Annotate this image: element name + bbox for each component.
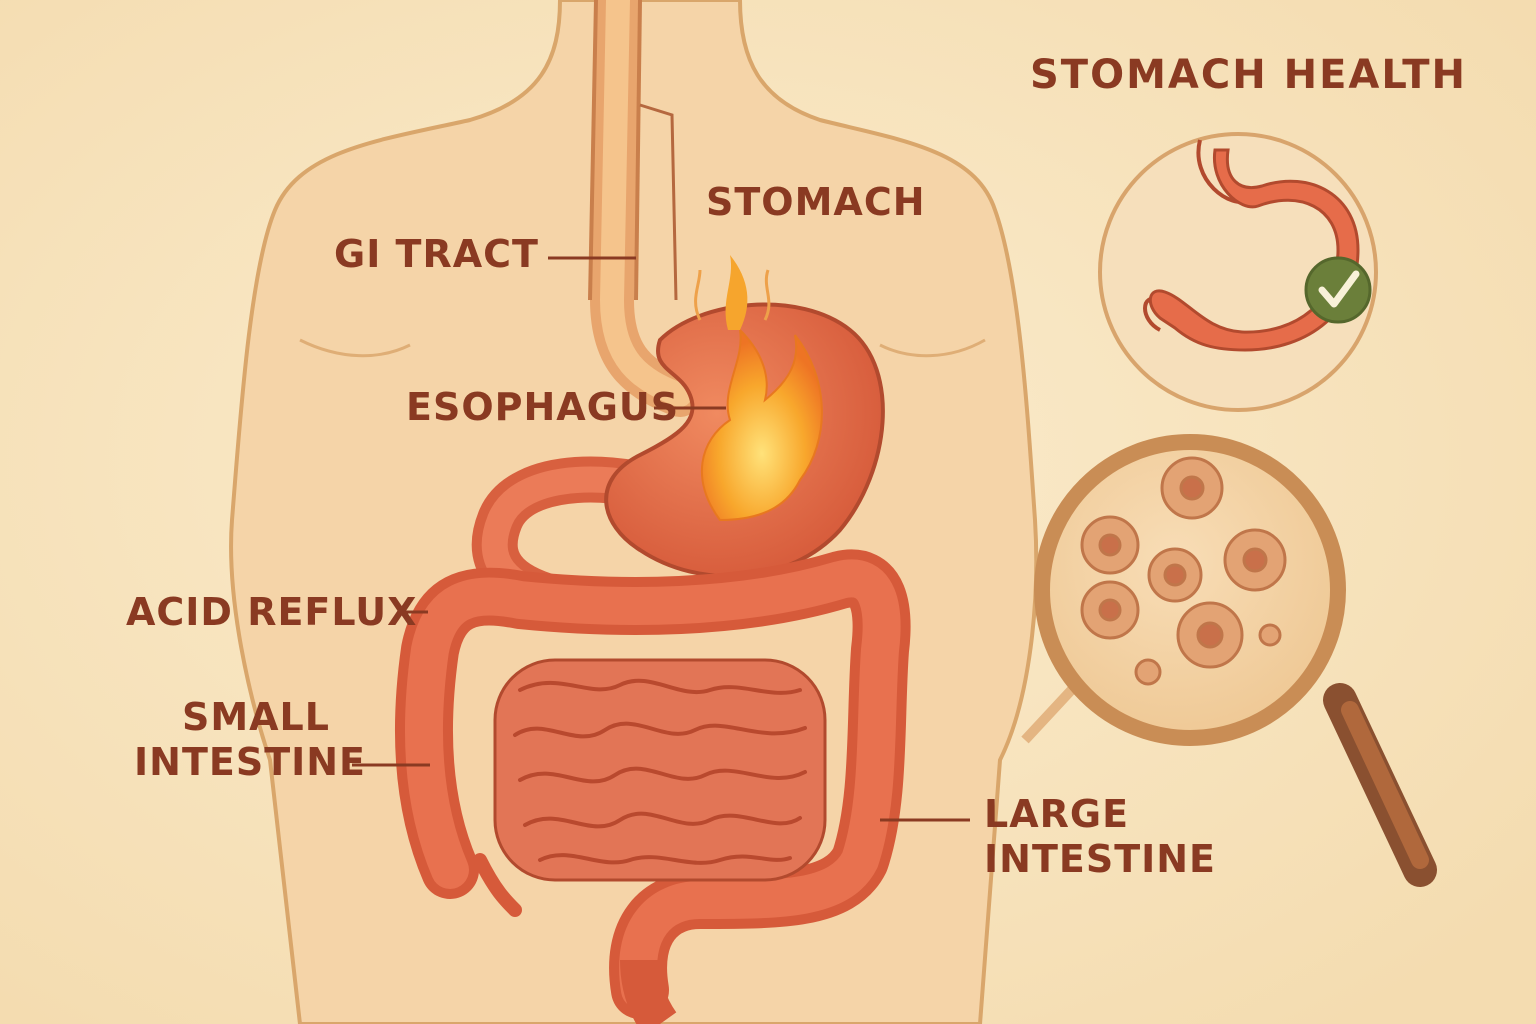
flame-icon <box>700 327 823 522</box>
label-acid-reflux: ACID REFLUX <box>126 590 418 634</box>
magnifying-glass-icon <box>1341 701 1429 869</box>
flame-icon <box>725 255 748 330</box>
esophagus-tube-inner <box>599 0 692 407</box>
label-gi-tract: GI TRACT <box>334 232 539 276</box>
label-esophagus: ESOPHAGUS <box>406 385 680 429</box>
flame-icon <box>694 269 702 321</box>
chest-line <box>879 338 986 358</box>
inset-stomach-fill <box>1149 148 1360 352</box>
cell-group <box>1080 456 1287 686</box>
appendix <box>473 853 522 917</box>
rectum <box>620 959 677 1024</box>
label-large-intestine-line1: LARGE <box>984 792 1130 836</box>
gi-bracket-line <box>639 103 678 301</box>
label-small-intestine-line2: INTESTINE <box>134 739 367 784</box>
label-large-intestine-line2: INTESTINE <box>984 836 1217 881</box>
flame-icon <box>763 269 771 321</box>
label-stomach: STOMACH <box>706 180 926 224</box>
esophagus-outline <box>588 0 598 301</box>
label-large-intestine: LARGE INTESTINE <box>984 792 1216 882</box>
stomach-health-title: STOMACH HEALTH <box>1030 52 1468 98</box>
esophagus-outline <box>634 0 642 301</box>
chest-line <box>299 338 411 358</box>
small-intestine-coils <box>513 678 807 865</box>
check-icon <box>1304 256 1372 324</box>
label-small-intestine: SMALL INTESTINE <box>134 695 367 785</box>
label-small-intestine-line1: SMALL <box>181 695 330 739</box>
large-intestine-highlight <box>405 559 901 1009</box>
check-icon <box>1318 270 1360 308</box>
